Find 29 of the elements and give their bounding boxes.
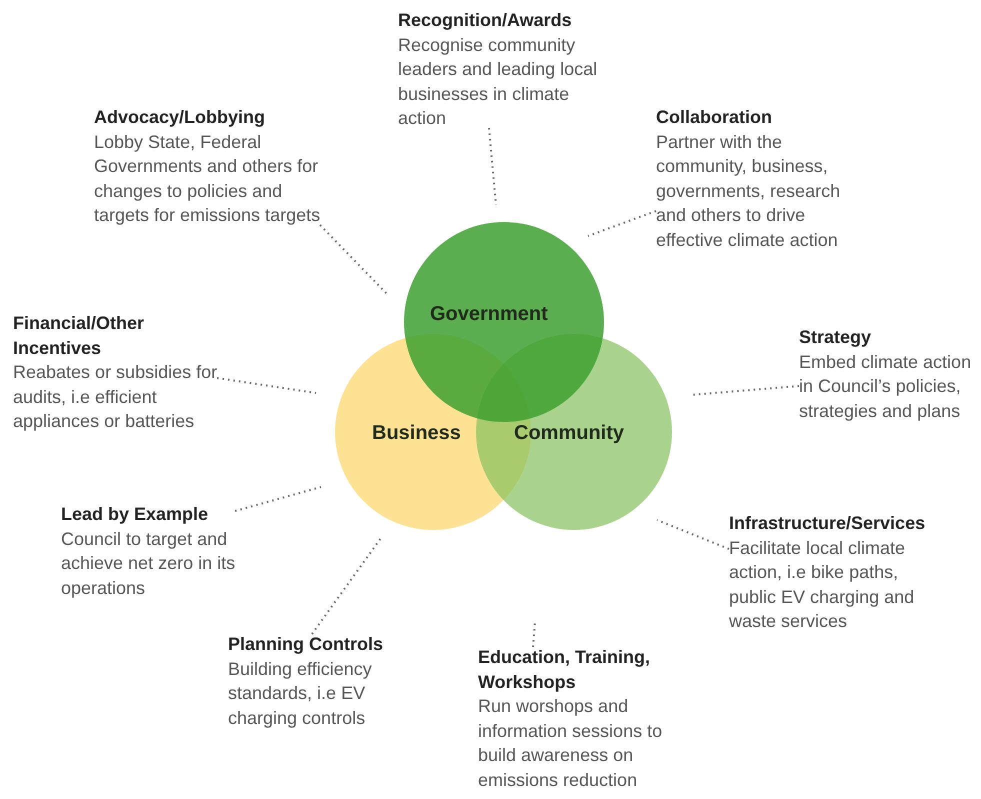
category-heading: Financial/Other Incentives <box>13 312 146 360</box>
circle-label: Business <box>372 422 461 445</box>
category-description: Run worshops and information sessions to build awareness on emissions reduction <box>478 695 664 792</box>
category-description: Lobby State, Federal Governments and others for changes to policies and targets for emissions targets <box>94 130 322 227</box>
leader-line <box>488 128 497 206</box>
category-description: Council to target and achieve net zero in its operations <box>61 528 236 600</box>
category-description: Building efficiency standards, i.e EV charging controls <box>228 658 373 730</box>
category-description: Embed climate action in Council’s policies, strategies and plans <box>799 350 972 423</box>
category-description: Facilitate local climate action, i.e bike paths, public EV charging and waste services <box>729 536 916 633</box>
leader-line <box>311 537 382 635</box>
leader-line <box>319 224 389 296</box>
leader-line <box>216 377 316 394</box>
category-description: Recognise community leaders and leading local businesses in climate action <box>398 34 598 130</box>
leader-line <box>588 210 656 237</box>
circle-label: Government <box>430 303 548 326</box>
category-heading: Recognition/Awards <box>398 9 573 32</box>
category-heading: Strategy <box>799 326 872 349</box>
category-heading: Lead by Example <box>61 503 210 526</box>
category-description: Reabates or subsidies for audits, i.e efficient appliances or batteries <box>13 361 218 433</box>
leader-line <box>234 486 322 512</box>
leader-line <box>532 622 536 648</box>
leader-line <box>656 519 730 550</box>
category-heading: Collaboration <box>656 106 773 129</box>
category-description: Partner with the community, business, governments, research and others to drive effective climate action <box>656 130 842 252</box>
category-heading: Education, Training, Workshops <box>478 646 652 694</box>
circle-label: Community <box>514 422 624 445</box>
category-heading: Advocacy/Lobbying <box>94 106 266 129</box>
category-heading: Infrastructure/Services <box>729 512 926 535</box>
category-heading: Planning Controls <box>228 633 384 656</box>
